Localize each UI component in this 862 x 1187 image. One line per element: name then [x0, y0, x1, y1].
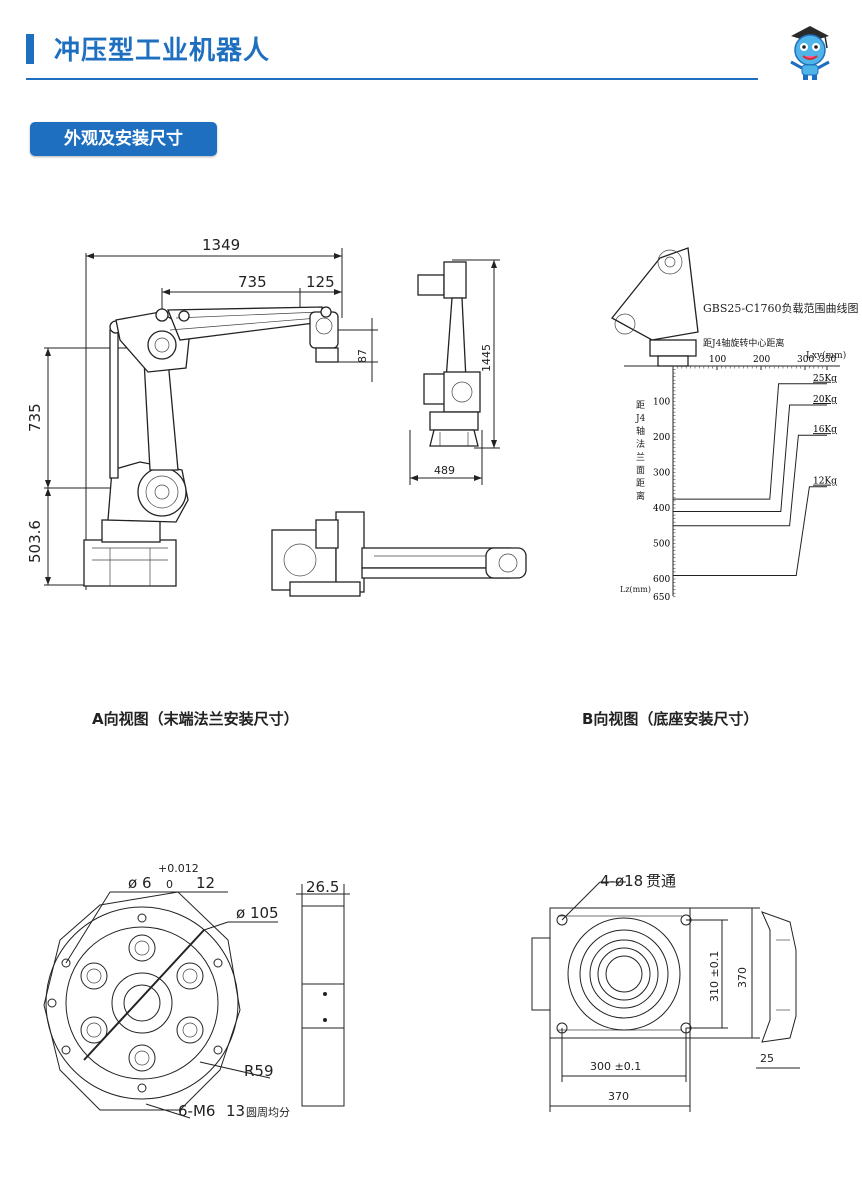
dim-flange-height: 87 — [356, 349, 369, 363]
dim-hole-depth: 13 — [226, 1102, 245, 1120]
dim-pin-dia: ø 6 — [128, 874, 152, 892]
y-tick-label: 300 — [653, 469, 670, 479]
dim-size-x: 370 — [608, 1090, 629, 1103]
header-divider — [26, 78, 758, 80]
load-curve-label: 12Kg — [813, 477, 837, 487]
dim-pin-tol-top: +0.012 — [158, 862, 199, 875]
dim-pin-depth: 12 — [196, 874, 215, 892]
dim-base-width: 489 — [434, 464, 455, 477]
load-chart-xlabel: 距J4轴旋转中心距离 — [703, 339, 785, 349]
dim-arm-height: 735 — [26, 403, 44, 432]
dim-pitch-x: 300 ±0.1 — [590, 1060, 641, 1073]
dim-base-height: 503.6 — [26, 520, 44, 563]
caption-b-view: B向视图（底座安装尺寸） — [582, 710, 759, 728]
dim-radius: R59 — [244, 1062, 274, 1080]
dim-thickness: 26.5 — [306, 878, 339, 896]
y-tick-label: 650 — [653, 593, 670, 603]
load-chart-title: GBS25-C1760负载范围曲线图 — [703, 302, 859, 315]
load-chart-xunit: Lxy(mm) — [806, 351, 847, 361]
y-tick-label: 400 — [653, 504, 670, 514]
x-tick-label: 350 — [819, 355, 836, 365]
load-curve-label: 25Kg — [813, 374, 837, 384]
load-chart-yunit: Lz(mm) — [620, 585, 651, 594]
load-curve-20Kg — [673, 404, 827, 513]
y-tick-label: 200 — [653, 433, 670, 443]
dim-plate: 25 — [760, 1052, 774, 1065]
flange-bolt-holes — [80, 934, 204, 1072]
dim-hole-note: 圆周均分 — [246, 1106, 290, 1119]
load-curve-25Kg — [673, 383, 827, 500]
load-curve-label: 20Kg — [813, 395, 837, 405]
load-curve-label: 16Kg — [813, 425, 837, 435]
y-tick-label: 100 — [653, 398, 670, 408]
dim-reach: 1349 — [202, 236, 240, 254]
dim-through: 贯通 — [646, 872, 676, 890]
dim-size-y: 370 — [736, 967, 749, 988]
caption-a-view: A向视图（末端法兰安装尺寸） — [92, 710, 299, 728]
dim-total-height: 1445 — [480, 344, 493, 372]
dim-wrist: 125 — [306, 273, 335, 291]
y-tick-label: 600 — [653, 575, 670, 585]
dim-pcd: ø 105 — [236, 904, 279, 922]
x-tick-label: 100 — [709, 355, 726, 365]
dim-pin-tol-bottom: 0 — [166, 878, 173, 891]
page-title: 冲压型工业机器人 — [54, 36, 271, 66]
mascot-logo-icon — [790, 26, 830, 80]
load-curve-12Kg — [673, 486, 827, 576]
dim-holes: 6-M6 — [178, 1102, 215, 1120]
header-accent-bar — [26, 34, 34, 64]
load-curve-16Kg — [673, 434, 827, 527]
y-tick-label: 500 — [653, 540, 670, 550]
dim-base-holes: 4-ø18 — [600, 872, 643, 890]
load-chart-ylabel: 距J4轴法兰面距离 — [636, 401, 646, 502]
x-tick-label: 300 — [797, 355, 814, 365]
section-label-dimensions: 外观及安装尺寸 — [30, 122, 217, 156]
dim-upper-arm: 735 — [238, 273, 267, 291]
dim-pitch-y: 310 ±0.1 — [708, 951, 721, 1002]
x-tick-label: 200 — [753, 355, 770, 365]
